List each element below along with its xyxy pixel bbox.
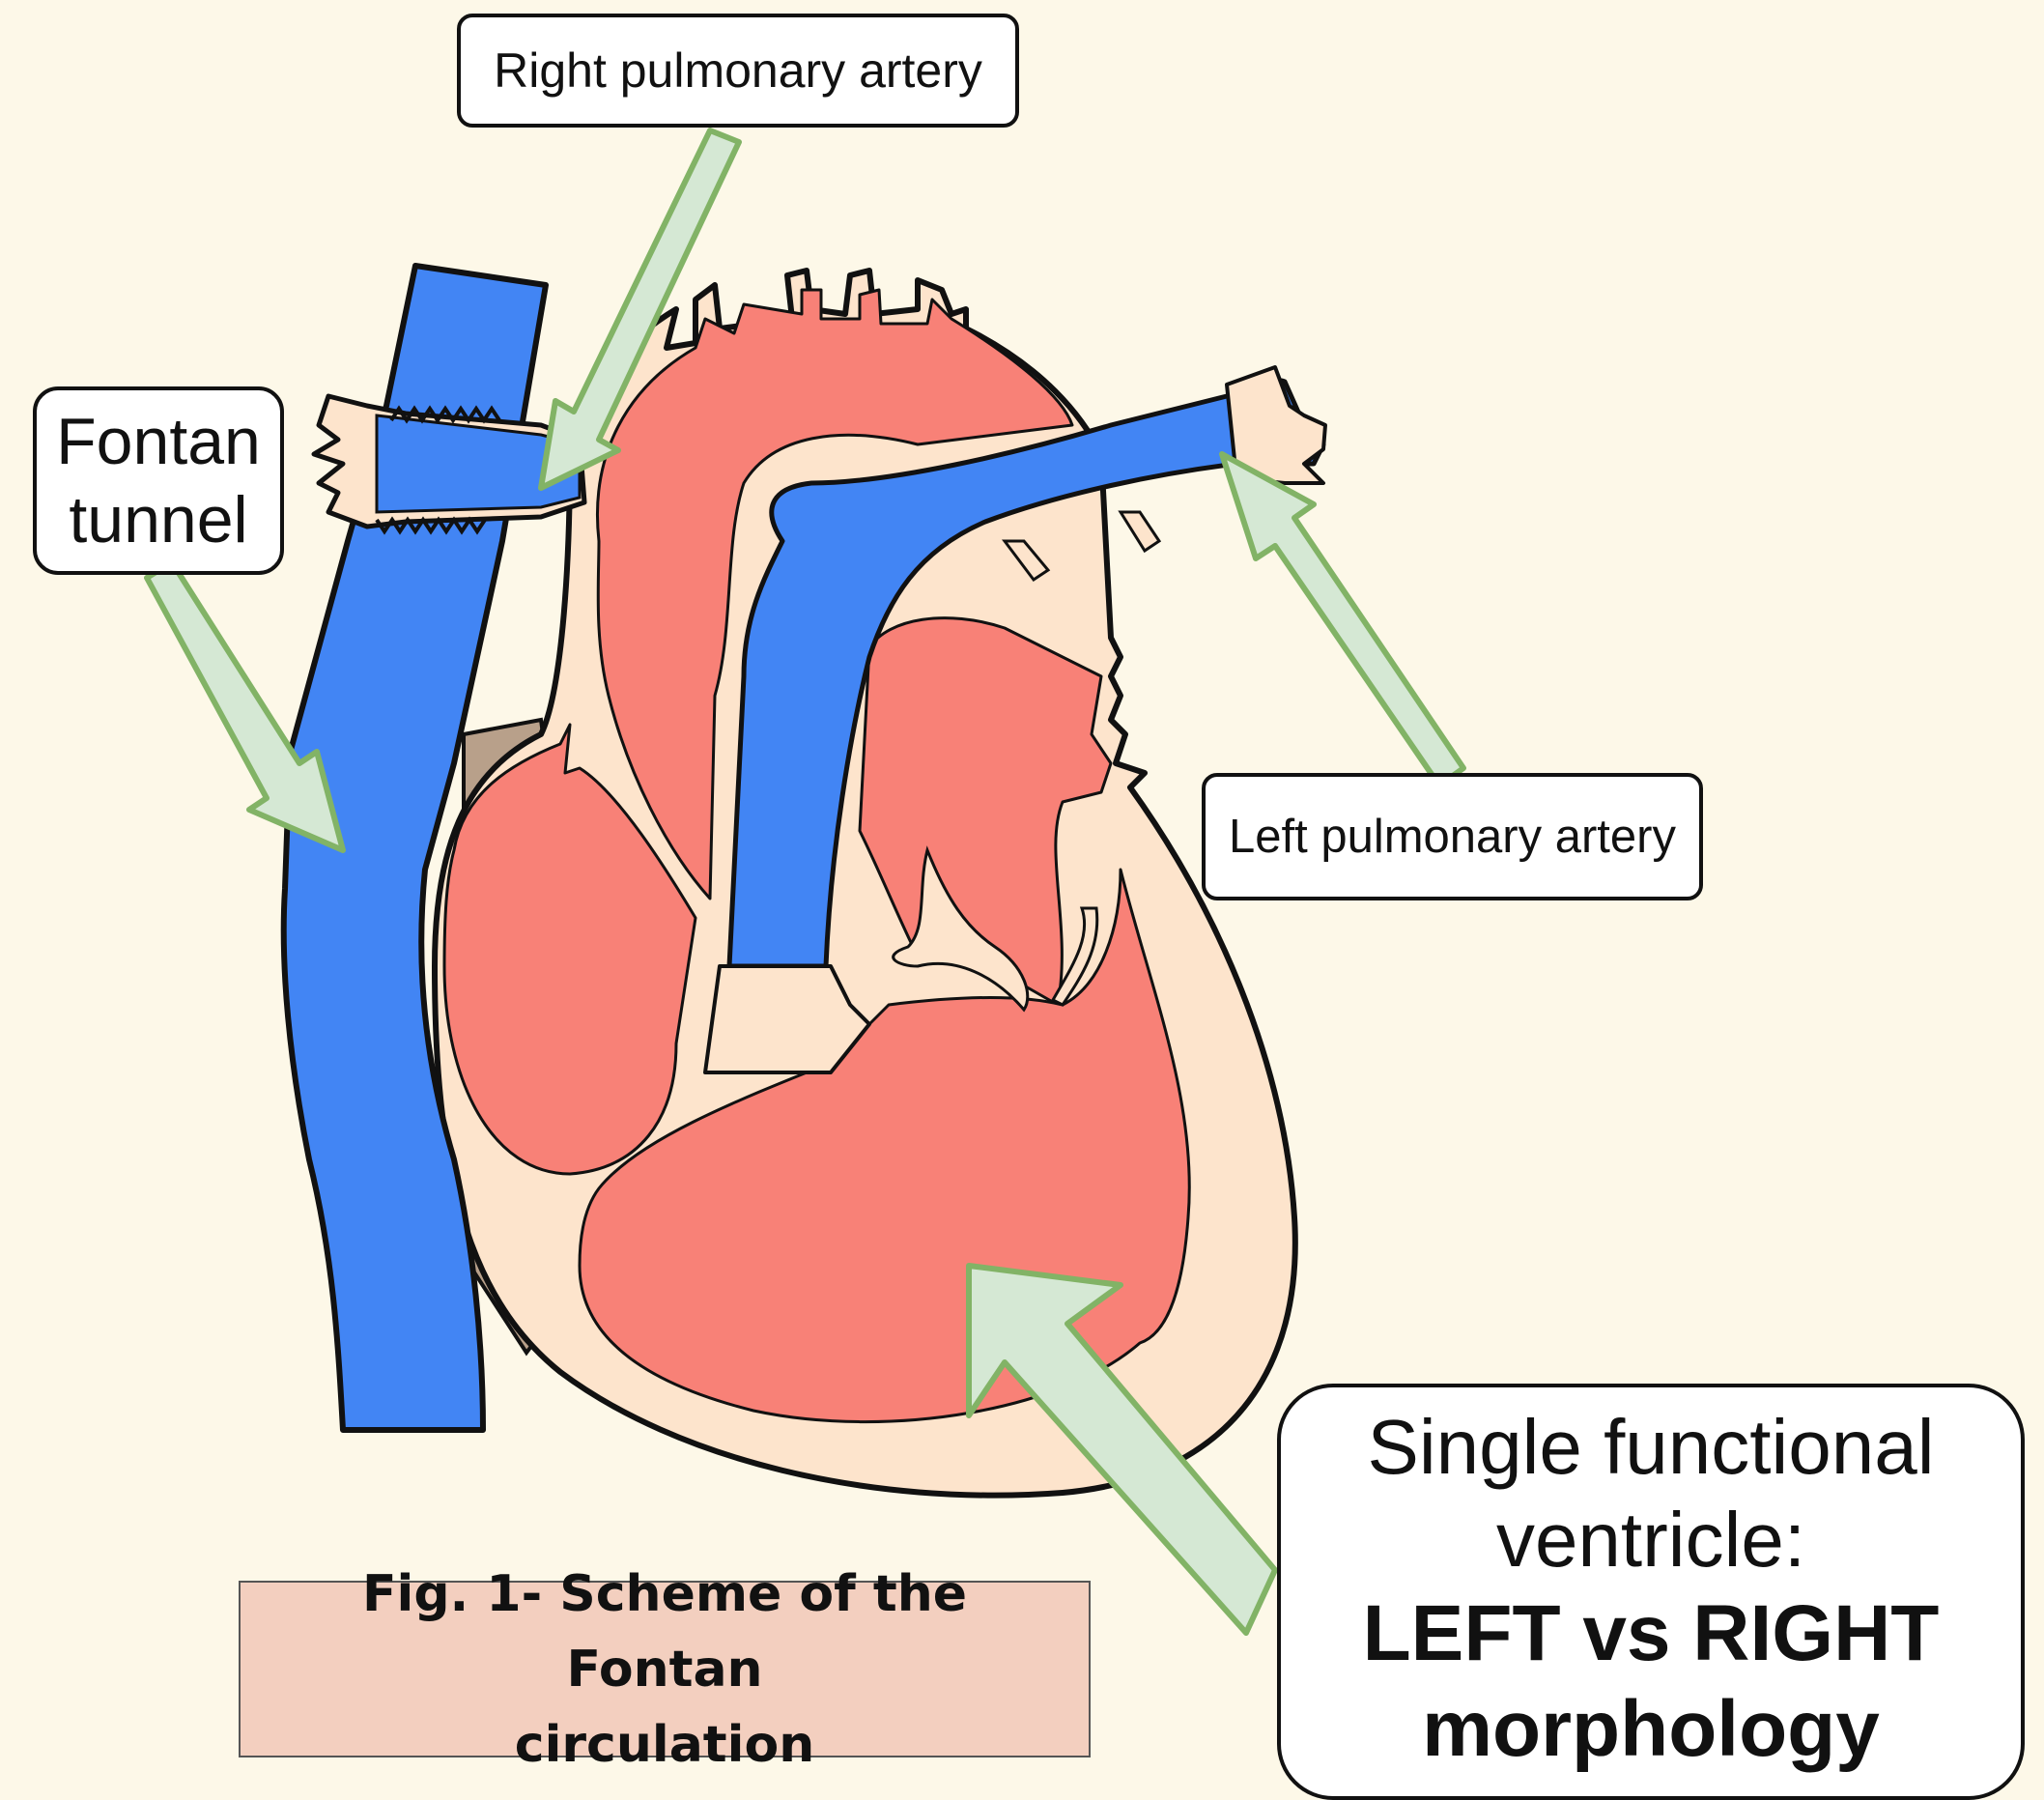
caption-line1: Fig. 1- Scheme of the Fontan bbox=[260, 1557, 1069, 1707]
ventricle-line2: ventricle: bbox=[1496, 1494, 1805, 1586]
left-pulmonary-artery-label: Left pulmonary artery bbox=[1202, 773, 1703, 900]
arrow-left-pulmonary-artery bbox=[1222, 454, 1463, 786]
ventricle-line3: LEFT vs RIGHT bbox=[1363, 1586, 1940, 1681]
aortic-branch-nub-2 bbox=[1121, 512, 1159, 551]
ventricle-line4: morphology bbox=[1422, 1682, 1880, 1777]
fontan-tunnel-label: Fontan tunnel bbox=[33, 386, 284, 575]
ventricle-line1: Single functional bbox=[1367, 1401, 1934, 1494]
fontan-tunnel-line2: tunnel bbox=[69, 481, 247, 558]
single-ventricle-label: Single functional ventricle: LEFT vs RIG… bbox=[1277, 1384, 2025, 1800]
caption-line2: circulation bbox=[260, 1707, 1069, 1783]
figure-caption: Fig. 1- Scheme of the Fontan circulation bbox=[239, 1581, 1091, 1757]
left-pulmonary-artery-text: Left pulmonary artery bbox=[1229, 810, 1676, 864]
right-pulmonary-artery-text: Right pulmonary artery bbox=[494, 43, 982, 99]
fontan-tunnel-line1: Fontan bbox=[56, 403, 261, 480]
right-pulmonary-artery-label: Right pulmonary artery bbox=[457, 14, 1019, 128]
